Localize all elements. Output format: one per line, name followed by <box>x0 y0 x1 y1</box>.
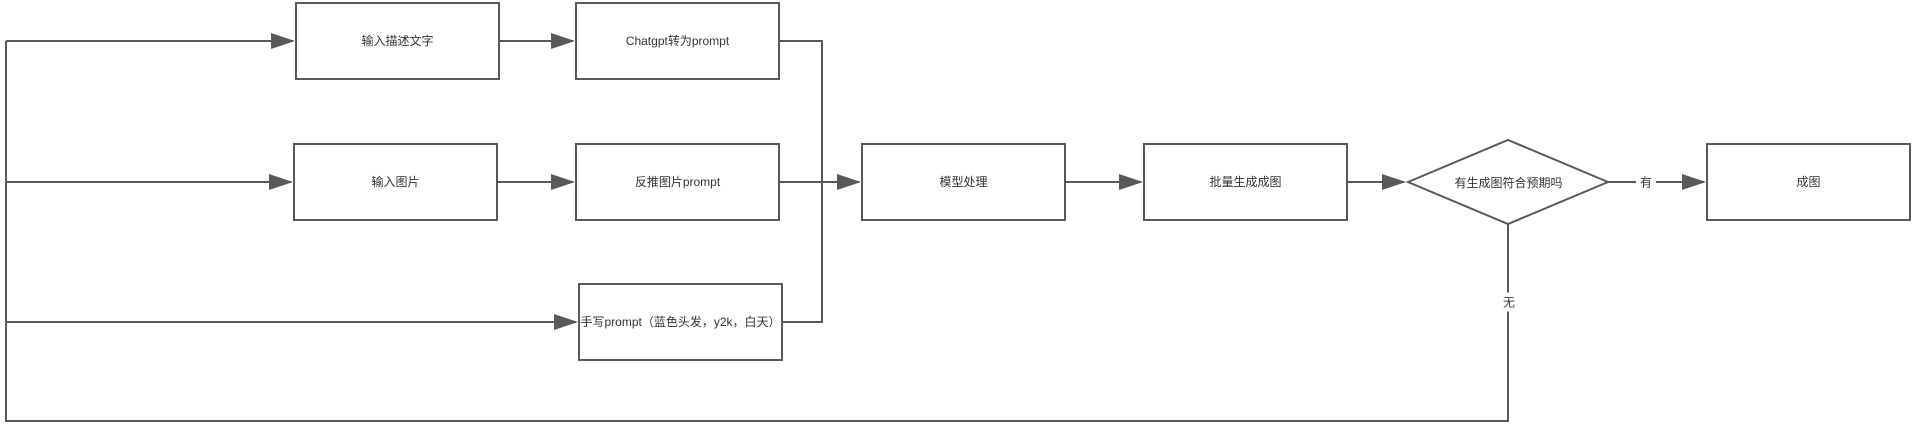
node-batch-generate[interactable]: 批量生成成图 <box>1143 143 1348 221</box>
edge-label-no: 无 <box>1498 292 1520 312</box>
decision-diamond-shape[interactable] <box>1405 138 1611 226</box>
node-handwritten-prompt-label: 手写prompt（蓝色头发，y2k，白天） <box>580 314 781 329</box>
node-input-text-label: 输入描述文字 <box>361 33 434 48</box>
node-chatgpt-to-prompt[interactable]: Chatgpt转为prompt <box>575 2 780 80</box>
node-final-image-label: 成图 <box>1796 174 1821 189</box>
node-final-image[interactable]: 成图 <box>1706 143 1911 221</box>
node-input-image[interactable]: 输入图片 <box>293 143 498 221</box>
node-handwritten-prompt[interactable]: 手写prompt（蓝色头发，y2k，白天） <box>578 283 783 361</box>
node-reverse-image-prompt-label: 反推图片prompt <box>634 174 721 189</box>
node-model-processing[interactable]: 模型处理 <box>861 143 1066 221</box>
node-batch-generate-label: 批量生成成图 <box>1209 174 1282 189</box>
node-reverse-image-prompt[interactable]: 反推图片prompt <box>575 143 780 221</box>
node-input-text[interactable]: 输入描述文字 <box>295 2 500 80</box>
edge-label-yes: 有 <box>1635 172 1657 192</box>
edge-merge-connector <box>780 40 823 323</box>
node-model-processing-label: 模型处理 <box>939 174 988 189</box>
edge-feedback-loop <box>5 41 1509 422</box>
node-chatgpt-to-prompt-label: Chatgpt转为prompt <box>625 33 730 48</box>
node-input-image-label: 输入图片 <box>371 174 420 189</box>
